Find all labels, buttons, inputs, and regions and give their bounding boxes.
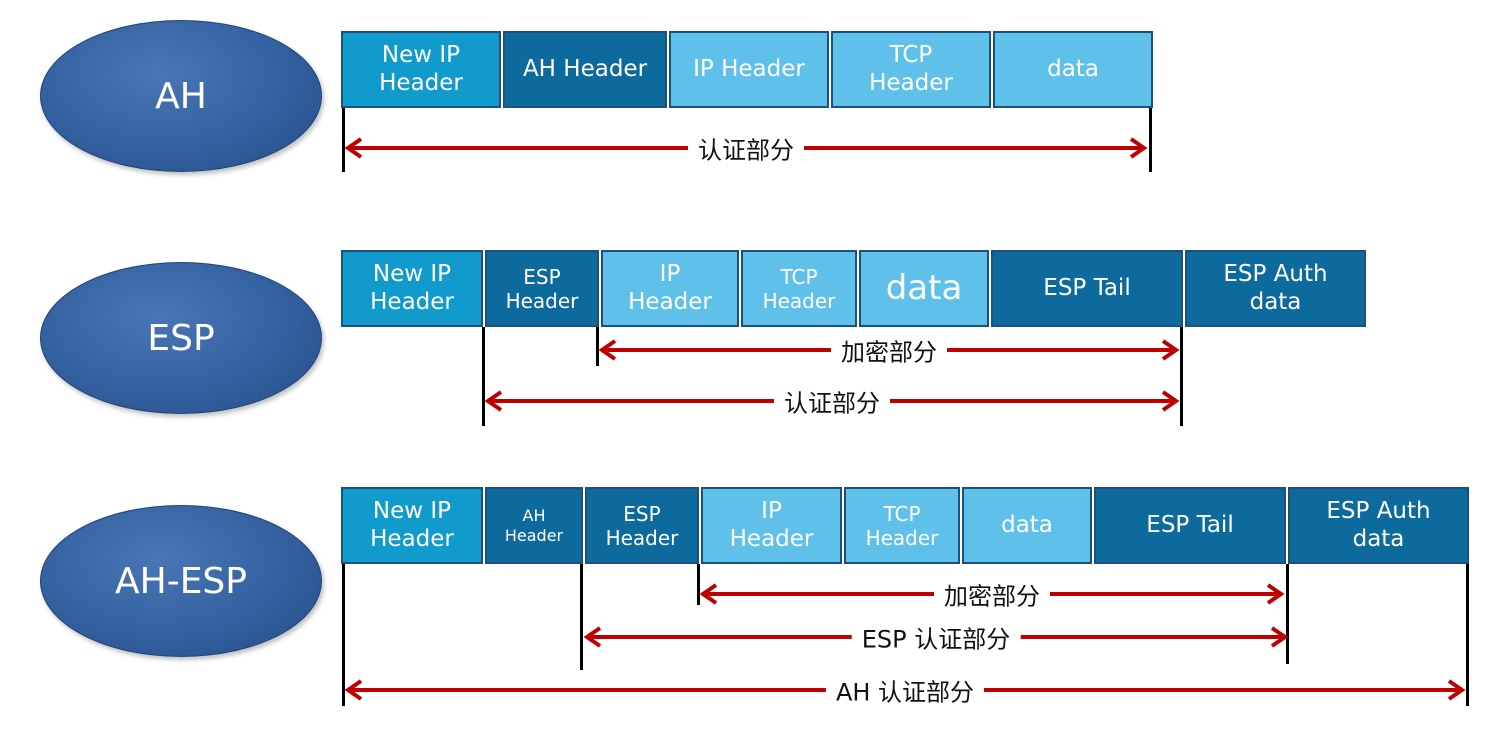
packet-field-data: data [962, 487, 1092, 564]
packet-field-new-ip-header: New IP Header [341, 31, 501, 108]
packet-field-new-ip-header: New IP Header [341, 250, 483, 327]
packet-field-esp-tail: ESP Tail [991, 250, 1183, 327]
boundary-line [596, 327, 599, 366]
boundary-line [1180, 327, 1183, 426]
packet-field-new-ip-header: New IP Header [341, 487, 483, 564]
packet-field-ip-header: IP Header [669, 31, 829, 108]
span-label: AH 认证部分 [825, 672, 985, 708]
boundary-line [697, 564, 700, 605]
boundary-line [482, 327, 485, 426]
mode-ellipse-ah: AH [40, 20, 322, 172]
boundary-line [1286, 564, 1289, 664]
boundary-line [342, 564, 345, 706]
mode-ellipse-esp: ESP [40, 262, 322, 414]
packet-field-ah-header: AH Header [485, 487, 583, 564]
packet-field-esp-tail: ESP Tail [1094, 487, 1286, 564]
mode-ellipse-ah-esp: AH-ESP [40, 505, 322, 657]
packet-field-data: data [859, 250, 989, 327]
packet-field-esp-header: ESP Header [485, 250, 599, 327]
span-label: 加密部分 [831, 332, 947, 368]
span-label: 认证部分 [688, 130, 804, 166]
packet-field-tcp-header: TCP Header [844, 487, 960, 564]
boundary-line [580, 564, 583, 670]
span-label: ESP 认证部分 [851, 619, 1021, 655]
span-label: 认证部分 [774, 383, 890, 419]
packet-field-ip-header: IP Header [701, 487, 842, 564]
packet-field-esp-auth-data: ESP Auth data [1185, 250, 1366, 327]
packet-field-ip-header: IP Header [601, 250, 739, 327]
packet-field-ah-header: AH Header [503, 31, 667, 108]
packet-field-esp-auth-data: ESP Auth data [1288, 487, 1469, 564]
packet-field-data: data [993, 31, 1153, 108]
packet-field-esp-header: ESP Header [585, 487, 699, 564]
span-label: 加密部分 [934, 576, 1050, 612]
boundary-line [1149, 108, 1152, 172]
boundary-line [342, 108, 345, 172]
packet-field-tcp-header: TCP Header [831, 31, 991, 108]
packet-field-tcp-header: TCP Header [741, 250, 857, 327]
boundary-line [1466, 564, 1469, 706]
